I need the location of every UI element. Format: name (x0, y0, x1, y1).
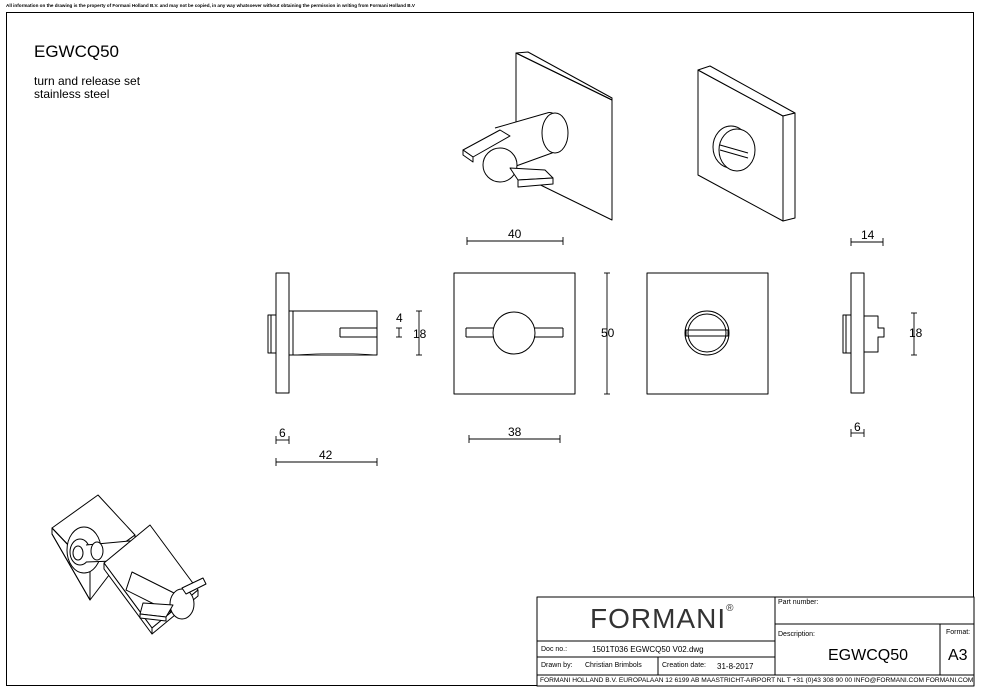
dim-38: 38 (508, 425, 522, 439)
dim-6-right: 6 (854, 420, 861, 434)
isometric-view-assembly (51, 494, 207, 635)
registered-mark: ® (726, 603, 735, 614)
format-value: A3 (948, 647, 968, 664)
product-description-line-2: stainless steel (34, 87, 110, 101)
doc-no-value: 1501T036 EGWCQ50 V02.dwg (592, 645, 704, 654)
front-view-indicator (646, 272, 769, 395)
front-view-lever (453, 272, 576, 395)
company-footer: FORMANI HOLLAND B.V. EUROPALAAN 12 6199 … (540, 677, 974, 684)
drawn-by-value: Christian Brimbols (585, 662, 642, 669)
drawn-by-label: Drawn by: (541, 662, 573, 669)
description-value: EGWCQ50 (828, 647, 909, 664)
dim-6-left: 6 (279, 426, 286, 440)
logo-text: FORMANI (590, 603, 727, 634)
dim-40: 40 (508, 227, 522, 241)
dim-42: 42 (319, 448, 333, 462)
formani-logo: FORMANI® (590, 603, 734, 635)
dimension-lines (275, 237, 917, 466)
format-label: Format: (946, 629, 971, 636)
side-view-left (267, 272, 378, 394)
drawing-frame (6, 12, 974, 686)
creation-date-value: 31-8-2017 (717, 662, 754, 671)
doc-no-label: Doc no.: (541, 646, 568, 653)
creation-date-label: Creation date: (662, 662, 706, 669)
product-description-line-1: turn and release set (34, 74, 141, 88)
dim-14: 14 (861, 228, 875, 242)
isometric-view-lever (462, 51, 613, 221)
product-code: EGWCQ50 (34, 42, 120, 61)
copyright-notice: All information on the drawing is the pr… (6, 3, 415, 8)
dim-50: 50 (601, 326, 615, 340)
title-block (536, 596, 975, 687)
dim-4: 4 (396, 311, 403, 325)
dim-18-left: 18 (413, 327, 427, 341)
isometric-view-indicator (697, 65, 796, 222)
description-label: Description: (778, 631, 815, 638)
side-view-right (842, 272, 885, 394)
part-number-label: Part number: (778, 599, 819, 606)
dim-18-right: 18 (909, 326, 923, 340)
